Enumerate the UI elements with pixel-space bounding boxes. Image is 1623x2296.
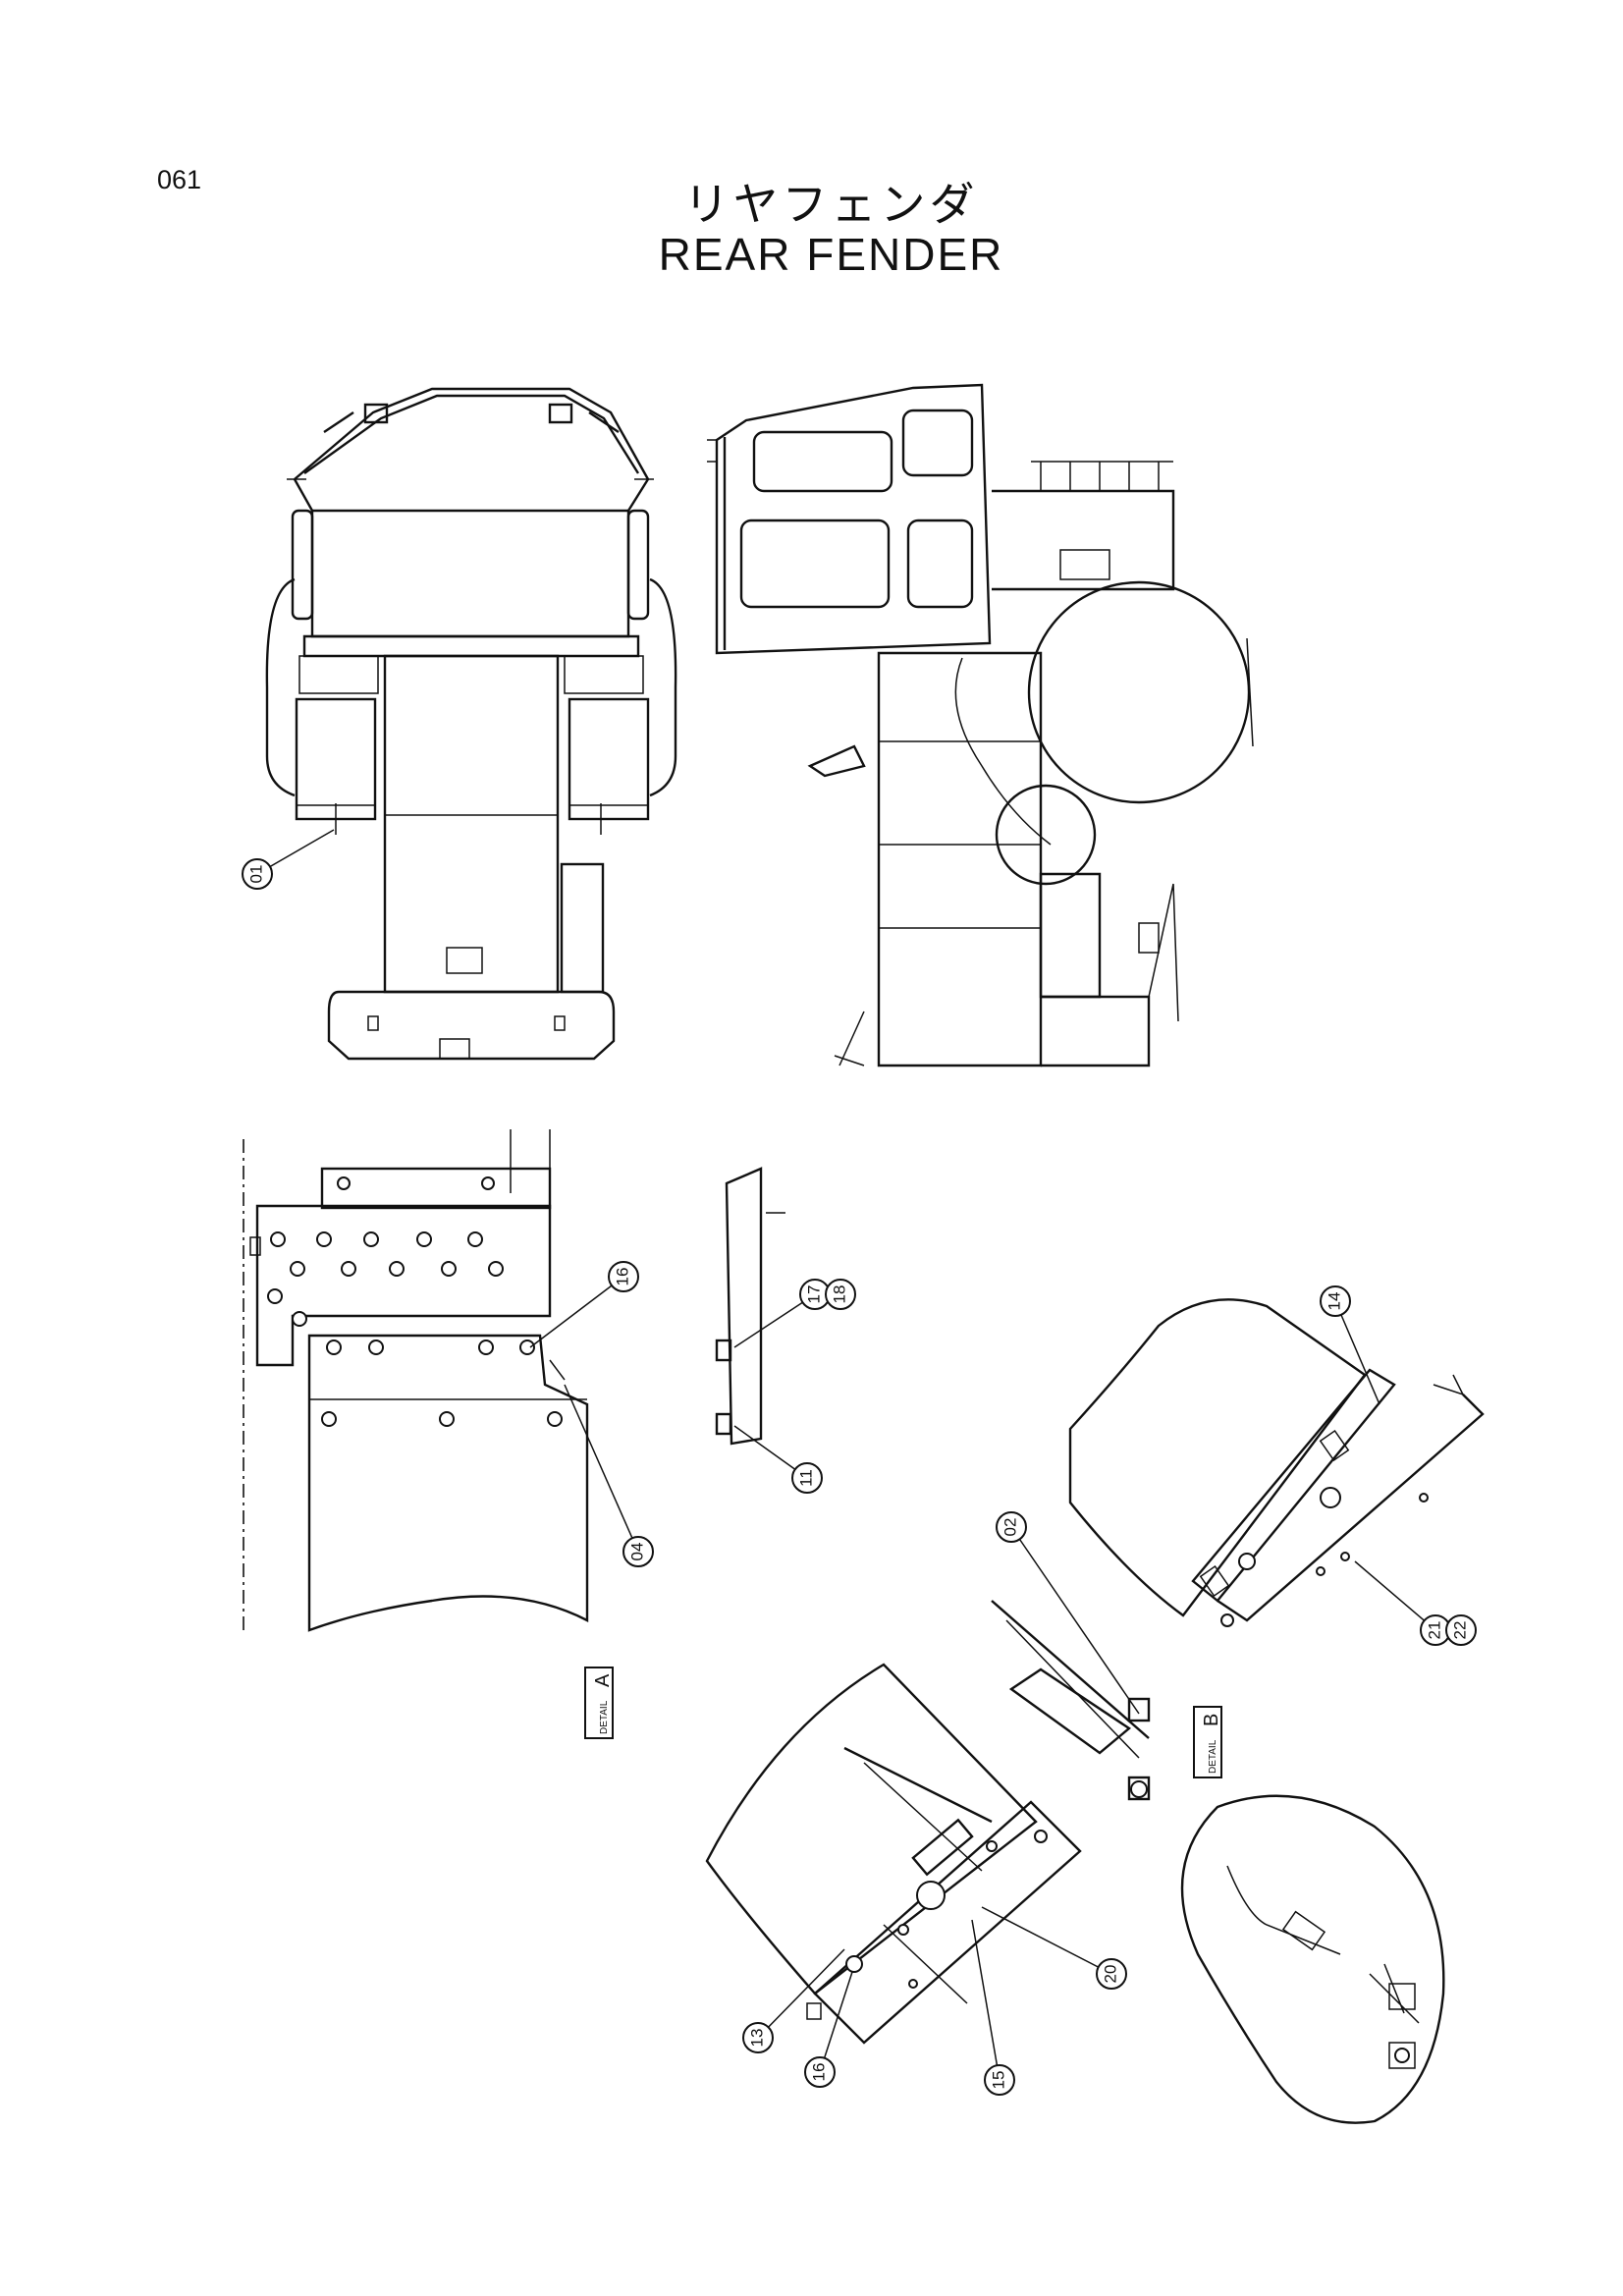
svg-text:18: 18	[830, 1285, 848, 1304]
svg-text:DETAIL: DETAIL	[599, 1700, 610, 1734]
svg-text:02: 02	[1001, 1518, 1019, 1537]
callout-16-a: 16	[529, 1261, 639, 1348]
callout-04: 04	[564, 1384, 654, 1567]
detail-a-drawing	[243, 1129, 785, 1632]
svg-text:11: 11	[796, 1469, 815, 1487]
svg-text:15: 15	[989, 2071, 1007, 2090]
callout-18: 18	[825, 1279, 856, 1310]
svg-text:A: A	[592, 1673, 614, 1687]
callout-20: 20	[981, 1906, 1127, 1990]
svg-text:01: 01	[246, 865, 265, 884]
svg-text:04: 04	[627, 1543, 646, 1561]
callout-22: 22	[1445, 1614, 1477, 1646]
svg-text:17: 17	[804, 1285, 823, 1304]
rear-view-drawing	[265, 387, 677, 1061]
svg-text:13: 13	[747, 2029, 766, 2048]
svg-text:DETAIL: DETAIL	[1208, 1739, 1218, 1774]
page-number: 061	[157, 165, 202, 194]
svg-text:22: 22	[1450, 1621, 1469, 1640]
callout-01: 01	[242, 829, 335, 890]
svg-text:16: 16	[809, 2063, 828, 2082]
detail-a-label: DETAIL A	[584, 1667, 614, 1739]
svg-text:20: 20	[1101, 1965, 1119, 1984]
title-english: REAR FENDER	[658, 229, 1004, 280]
callout-02: 02	[996, 1511, 1140, 1715]
detail-a-holes	[267, 1176, 563, 1427]
callout-21: 21	[1354, 1560, 1451, 1646]
detail-b-label: DETAIL B	[1193, 1706, 1222, 1778]
callout-17: 17	[733, 1279, 831, 1348]
title-japanese: リヤフェンダ	[683, 178, 979, 231]
callout-16-b: 16	[804, 1971, 853, 2088]
callout-13: 13	[742, 1948, 845, 2053]
svg-text:21: 21	[1425, 1621, 1443, 1640]
detail-b-drawing	[705, 1298, 1485, 2124]
svg-text:16: 16	[613, 1268, 631, 1286]
side-view-drawing	[707, 383, 1254, 1067]
svg-text:B: B	[1201, 1714, 1222, 1726]
callout-15: 15	[971, 1919, 1015, 2096]
callout-11: 11	[733, 1425, 823, 1494]
svg-text:14: 14	[1325, 1292, 1343, 1311]
callout-14: 14	[1320, 1285, 1380, 1405]
